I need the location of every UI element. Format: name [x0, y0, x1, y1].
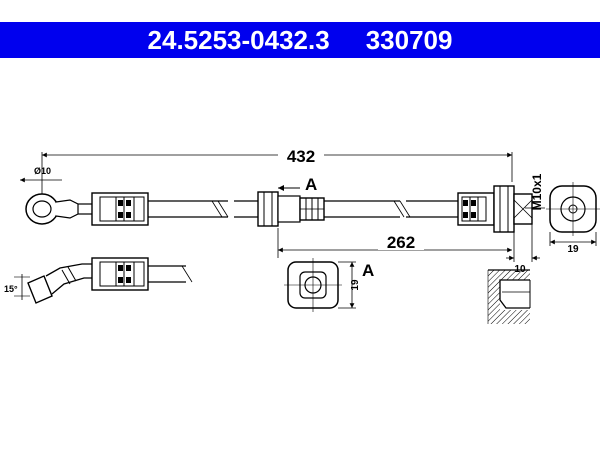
hose-top-view: [25, 185, 533, 233]
hose-side-view: [27, 257, 193, 304]
header-bar: 24.5253-0432.3 330709: [0, 22, 600, 58]
fitting-width-label: 19: [567, 244, 579, 255]
bracket-height-label: 19: [350, 279, 361, 291]
bracket-detail-view: 19 A: [284, 258, 374, 312]
dimension-overall-length: 432: [41, 146, 513, 198]
eye-diameter-label: Ø10: [34, 166, 51, 176]
partial-length-label: 262: [387, 233, 415, 252]
part-number: 24.5253-0432.3: [147, 24, 330, 55]
section-mark-a: A: [278, 175, 317, 194]
dimension-eye-diameter: Ø10: [20, 166, 62, 183]
overall-length-label: 432: [287, 147, 315, 166]
view-mark-label: A: [362, 261, 374, 280]
section-mark-label: A: [305, 175, 317, 194]
angle-label: 15°: [4, 284, 18, 294]
dimension-partial-length: 262: [277, 228, 512, 258]
section-detail: [487, 269, 531, 324]
dimension-angle: 15°: [4, 274, 30, 300]
thread-label: M10x1: [530, 173, 544, 210]
reference-number: 330709: [365, 24, 453, 55]
end-view-fitting: 19: [546, 182, 600, 255]
